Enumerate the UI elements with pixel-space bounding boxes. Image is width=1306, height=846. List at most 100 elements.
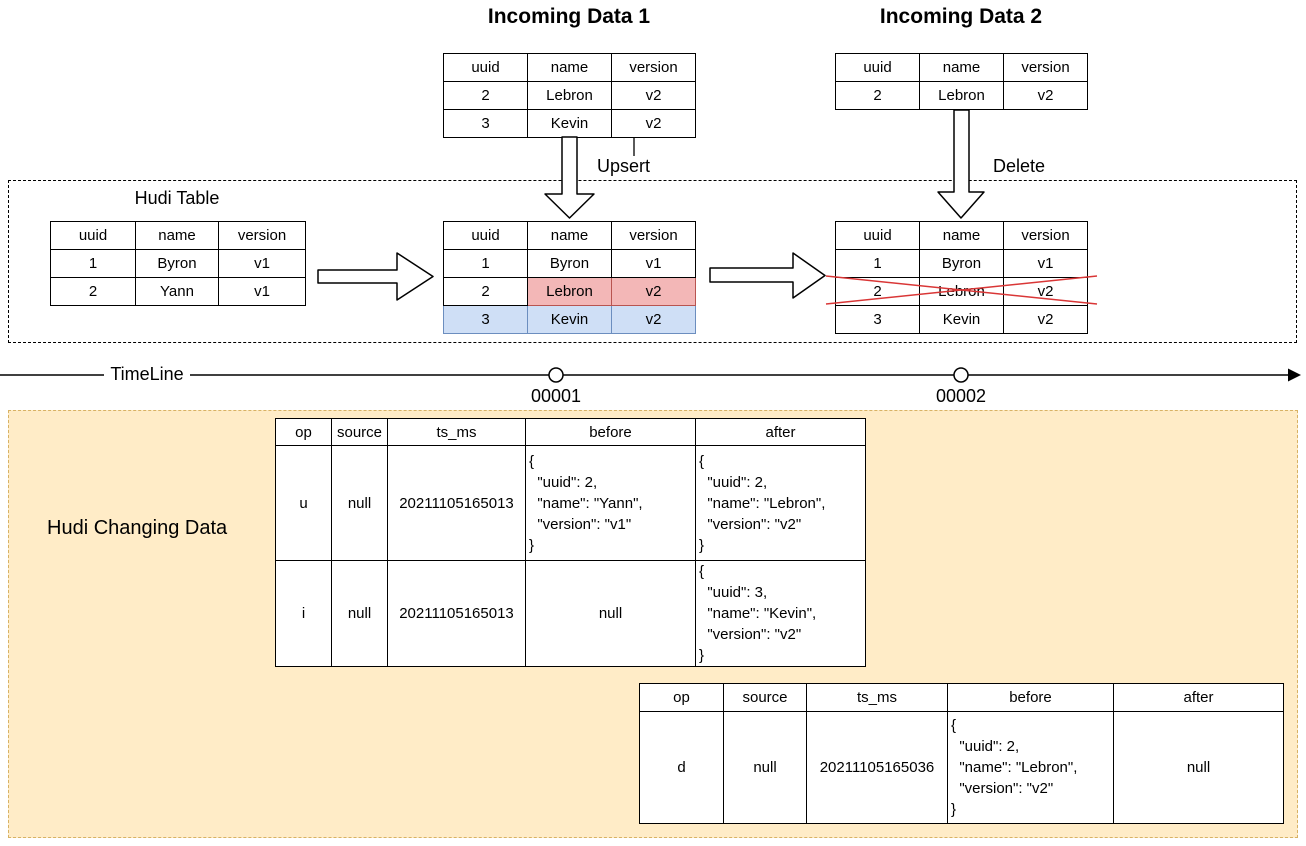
timeline-instant-marker [953,367,969,383]
table-cell: v1 [611,249,696,278]
table-cell: 2 [443,277,528,306]
timeline-instant-2-label: 00002 [935,386,987,406]
table-cell: Lebron [527,81,612,110]
header-cell: name [527,53,612,82]
op-cell: u [275,445,332,561]
table-header-row: uuid name version [835,221,1088,250]
table-cell: 3 [835,305,920,334]
updated-row: 2 Lebron v2 [443,277,696,306]
source-cell: null [331,445,388,561]
table-row: 2 Lebron v2 [443,81,696,110]
after-cell: { "uuid": 3, "name": "Kevin", "version":… [695,560,866,667]
table-cell: 3 [443,109,528,138]
table-row: 2 Lebron v2 [835,81,1088,110]
table-cell: v1 [1003,249,1088,278]
table-cell: v2 [611,109,696,138]
table-cell: Byron [527,249,612,278]
header-cell: version [611,221,696,250]
delete-label: Delete [993,156,1046,176]
header-cell: name [919,221,1004,250]
op-cell: i [275,560,332,667]
header-cell: ts_ms [806,683,948,712]
timeline-instant-1-label: 00001 [530,386,582,406]
timeline-label: TimeLine [102,364,192,385]
table-cell: Byron [135,249,219,278]
table-cell: v2 [1003,81,1088,110]
hudi-changing-data-label: Hudi Changing Data [47,517,228,539]
header-cell: name [135,221,219,250]
cdc-row-update: u null 20211105165013 { "uuid": 2, "name… [275,445,866,561]
table-row: 1 Byron v1 [443,249,696,278]
header-cell: ts_ms [387,418,526,446]
table-cell: v2 [611,81,696,110]
table-cell: 2 [835,81,920,110]
header-cell: source [723,683,807,712]
header-cell: op [639,683,724,712]
table-row: 1 Byron v1 [835,249,1088,278]
hudi-table-box [8,180,1297,343]
source-cell: null [723,711,807,824]
header-cell: before [525,418,696,446]
hudi-table-label: Hudi Table [134,188,220,208]
table-row: 3 Kevin v2 [443,109,696,138]
header-cell: version [611,53,696,82]
incoming-data-2-title: Incoming Data 2 [879,5,1043,28]
table-cell: 2 [835,277,920,306]
cdc-table-1: op source ts_ms before after u null 2021… [275,418,866,667]
before-cell: { "uuid": 2, "name": "Yann", "version": … [525,445,696,561]
header-cell: uuid [50,221,136,250]
source-cell: null [331,560,388,667]
before-cell: { "uuid": 2, "name": "Lebron", "version"… [947,711,1114,824]
header-cell: uuid [443,53,528,82]
timeline-axis [0,367,1301,383]
table-row: 3 Kevin v2 [835,305,1088,334]
after-cell: { "uuid": 2, "name": "Lebron", "version"… [695,445,866,561]
ts-ms-cell: 20211105165013 [387,560,526,667]
table-header-row: op source ts_ms before after [639,683,1284,712]
table-cell: v1 [218,277,306,306]
hudi-table-initial: uuid name version 1 Byron v1 2 Yann v1 [50,221,306,306]
cdc-row-delete: d null 20211105165036 { "uuid": 2, "name… [639,711,1284,824]
header-cell: version [1003,221,1088,250]
op-cell: d [639,711,724,824]
table-cell: 2 [50,277,136,306]
table-cell: v2 [1003,305,1088,334]
before-cell: null [525,560,696,667]
ts-ms-cell: 20211105165013 [387,445,526,561]
table-cell: Kevin [919,305,1004,334]
table-cell: Kevin [527,109,612,138]
upsert-label: Upsert [597,156,651,176]
table-header-row: uuid name version [443,221,696,250]
table-header-row: uuid name version [50,221,306,250]
header-cell: op [275,418,332,446]
header-cell: source [331,418,388,446]
table-cell: v2 [1003,277,1088,306]
table-row: 1 Byron v1 [50,249,306,278]
header-cell: version [1003,53,1088,82]
table-cell: 1 [50,249,136,278]
incoming-data-2-table: uuid name version 2 Lebron v2 [835,53,1088,110]
table-cell: 1 [835,249,920,278]
table-header-row: uuid name version [835,53,1088,82]
after-cell: null [1113,711,1284,824]
deleted-row: 2 Lebron v2 [835,277,1088,306]
timeline-instant-marker [548,367,564,383]
table-cell: Yann [135,277,219,306]
inserted-row: 3 Kevin v2 [443,305,696,334]
header-cell: before [947,683,1114,712]
updated-cell: Lebron [527,277,612,306]
header-cell: after [1113,683,1284,712]
table-header-row: uuid name version [443,53,696,82]
table-cell: 2 [443,81,528,110]
header-cell: name [527,221,612,250]
header-cell: name [919,53,1004,82]
updated-cell: v2 [611,277,696,306]
table-row: 2 Yann v1 [50,277,306,306]
incoming-data-1-table: uuid name version 2 Lebron v2 3 Kevin v2 [443,53,696,138]
timeline-arrowhead-icon [1288,368,1301,382]
table-cell: Lebron [919,277,1004,306]
header-cell: version [218,221,306,250]
header-cell: uuid [835,53,920,82]
header-cell: uuid [443,221,528,250]
